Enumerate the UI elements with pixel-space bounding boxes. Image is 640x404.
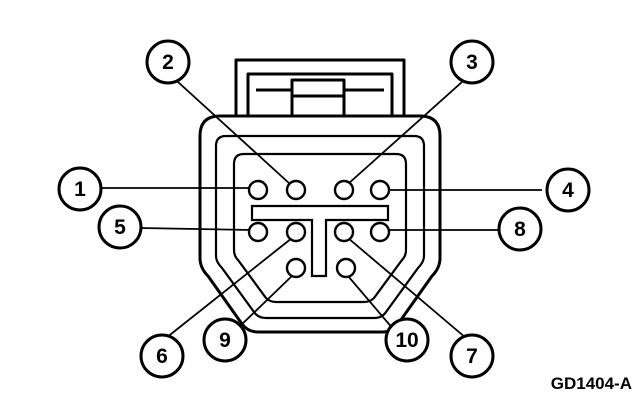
- callout-pin-3: 3: [449, 39, 495, 85]
- callout-pin-7: 7: [449, 333, 495, 379]
- figure-id: GD1404-A: [551, 374, 632, 393]
- callouts: 1 2 3 4 5 6 7 8: [57, 39, 591, 379]
- pin-hole-1: [247, 179, 269, 201]
- pin-hole-10: [335, 257, 357, 279]
- pin-hole-8: [369, 221, 391, 243]
- svg-text:2: 2: [162, 51, 174, 74]
- leader-line-10: [347, 275, 395, 331]
- pin-hole-6: [285, 221, 307, 243]
- callout-pin-6: 6: [139, 333, 185, 379]
- svg-text:8: 8: [514, 218, 526, 241]
- callout-pin-9: 9: [202, 317, 248, 363]
- pin-hole-5: [247, 221, 269, 243]
- callout-pin-8: 8: [497, 206, 543, 252]
- callout-pin-4: 4: [545, 167, 591, 213]
- leader-line-5: [139, 227, 253, 231]
- svg-text:5: 5: [114, 216, 126, 239]
- leader-line-2: [177, 81, 291, 185]
- pin-hole-3: [333, 179, 355, 201]
- svg-text:1: 1: [74, 178, 86, 201]
- pin-holes: [247, 179, 391, 279]
- keying-rib: [250, 204, 390, 278]
- callout-pin-5: 5: [97, 204, 143, 250]
- leader-line-6: [165, 237, 293, 339]
- svg-text:10: 10: [395, 329, 418, 352]
- pin-hole-2: [285, 179, 307, 201]
- pin-hole-9: [285, 257, 307, 279]
- svg-text:7: 7: [466, 345, 478, 368]
- leader-line-3: [347, 81, 463, 185]
- callout-pin-2: 2: [145, 39, 191, 85]
- leader-lines: [100, 81, 542, 339]
- svg-text:6: 6: [156, 345, 168, 368]
- callout-pin-1: 1: [57, 166, 103, 212]
- leader-line-7: [347, 237, 467, 339]
- svg-text:9: 9: [219, 329, 231, 352]
- svg-text:3: 3: [466, 51, 478, 74]
- callout-pin-10: 10: [384, 317, 430, 363]
- pin-hole-4: [369, 179, 391, 201]
- leader-line-9: [237, 273, 295, 329]
- pin-hole-7: [333, 221, 355, 243]
- svg-text:4: 4: [562, 179, 574, 202]
